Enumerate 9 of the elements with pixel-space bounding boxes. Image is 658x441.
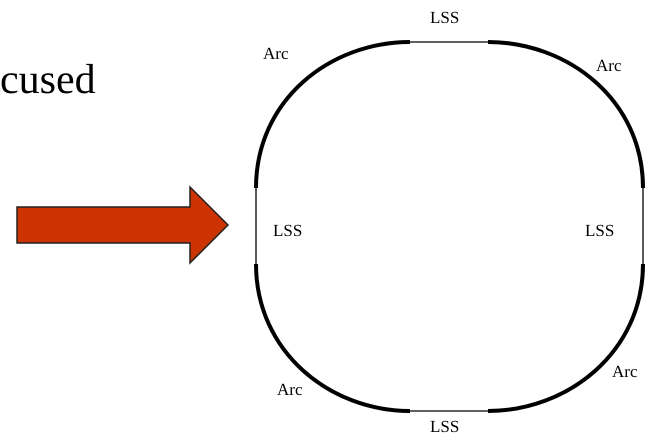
section-label: Arc — [263, 44, 288, 64]
section-label: LSS — [430, 417, 460, 437]
section-label: LSS — [430, 8, 460, 28]
section-label: Arc — [596, 56, 622, 76]
section-label: LSS — [585, 221, 614, 241]
heading-text: cused — [0, 56, 96, 104]
section-label: LSS — [273, 221, 302, 241]
section-label: Arc — [612, 362, 638, 382]
section-label: Arc — [277, 380, 302, 400]
